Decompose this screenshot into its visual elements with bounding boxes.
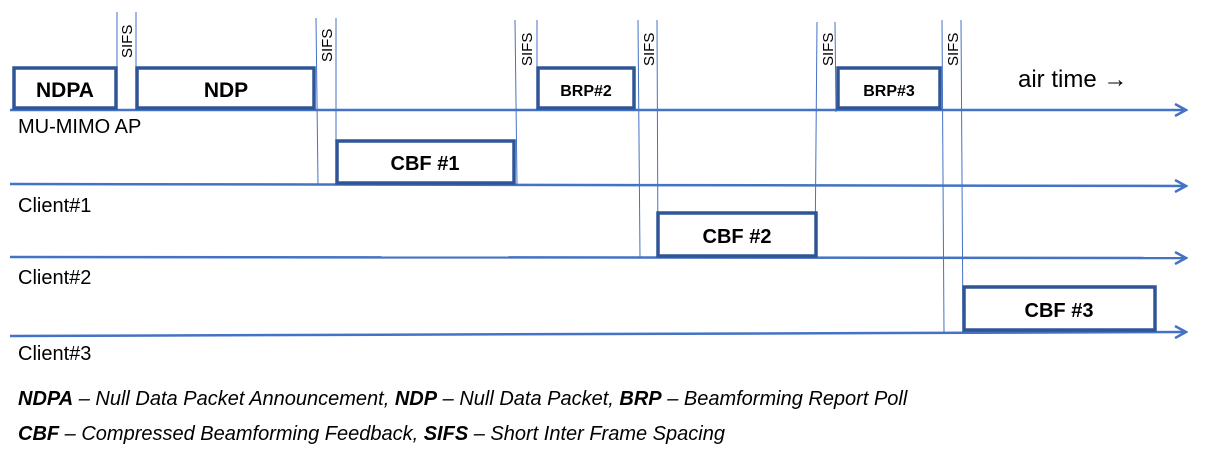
frame-label: BRP#2 xyxy=(560,83,612,100)
legend-desc: – Short Inter Frame Spacing xyxy=(468,423,725,445)
sifs-label: SIFS xyxy=(641,33,658,66)
legend-term: NDPA xyxy=(18,388,74,410)
sifs-lines xyxy=(116,12,964,335)
frame-label: CBF #3 xyxy=(1025,300,1094,322)
frame-label: NDP xyxy=(204,79,248,102)
legend-desc: – Beamforming Report Poll xyxy=(661,388,908,410)
frame-ndp: NDP xyxy=(135,66,316,110)
frame-brp2: BRP#2 xyxy=(536,66,636,110)
legend-term: NDP xyxy=(394,388,438,410)
sifs-label: SIFS xyxy=(319,29,336,62)
legend-desc: – Null Data Packet Announcement, xyxy=(73,388,395,410)
legend-desc: – Null Data Packet, xyxy=(437,388,620,410)
legend-line-1: NDPA – Null Data Packet Announcement, ND… xyxy=(18,388,907,411)
sifs-line xyxy=(834,21,837,113)
air-time-label: air time → xyxy=(1018,66,1127,93)
row-label-client1: Client#1 xyxy=(18,195,91,217)
sifs-label: SIFS xyxy=(820,33,837,66)
client1-timeline-arrow xyxy=(9,184,1186,186)
legend-line-2: CBF – Compressed Beamforming Feedback, S… xyxy=(18,423,725,446)
sifs-label: SIFS xyxy=(519,33,536,66)
row-label-ap: MU-MIMO AP xyxy=(18,116,141,138)
frame-cbf1: CBF #1 xyxy=(335,139,516,185)
sifs-labels: SIFS SIFS SIFS SIFS SIFS SIFS xyxy=(119,25,962,66)
legend-term: CBF xyxy=(18,423,60,445)
sifs-label: SIFS xyxy=(945,33,962,66)
frame-ndpa: NDPA xyxy=(12,66,118,110)
sifs-line xyxy=(941,19,945,335)
frame-label: CBF #1 xyxy=(391,153,460,175)
sifs-line xyxy=(315,17,319,185)
frame-label: CBF #2 xyxy=(703,226,772,248)
sifs-label: SIFS xyxy=(119,25,136,58)
legend-term: BRP xyxy=(619,388,662,410)
frame-cbf3: CBF #3 xyxy=(962,285,1157,332)
sifs-line xyxy=(960,19,964,335)
client2-timeline-arrow xyxy=(9,257,1186,258)
frame-brp3: BRP#3 xyxy=(836,66,942,110)
frame-label: NDPA xyxy=(36,79,94,102)
row-label-client3: Client#3 xyxy=(18,343,91,365)
legend-desc: – Compressed Beamforming Feedback, xyxy=(59,423,424,445)
sifs-line xyxy=(637,19,641,259)
client3-timeline-arrow xyxy=(9,332,1186,336)
frame-label: BRP#3 xyxy=(863,83,915,100)
frame-cbf2: CBF #2 xyxy=(656,211,818,258)
row-label-client2: Client#2 xyxy=(18,267,91,289)
sifs-line xyxy=(514,19,518,185)
legend-term: SIFS xyxy=(423,423,469,445)
